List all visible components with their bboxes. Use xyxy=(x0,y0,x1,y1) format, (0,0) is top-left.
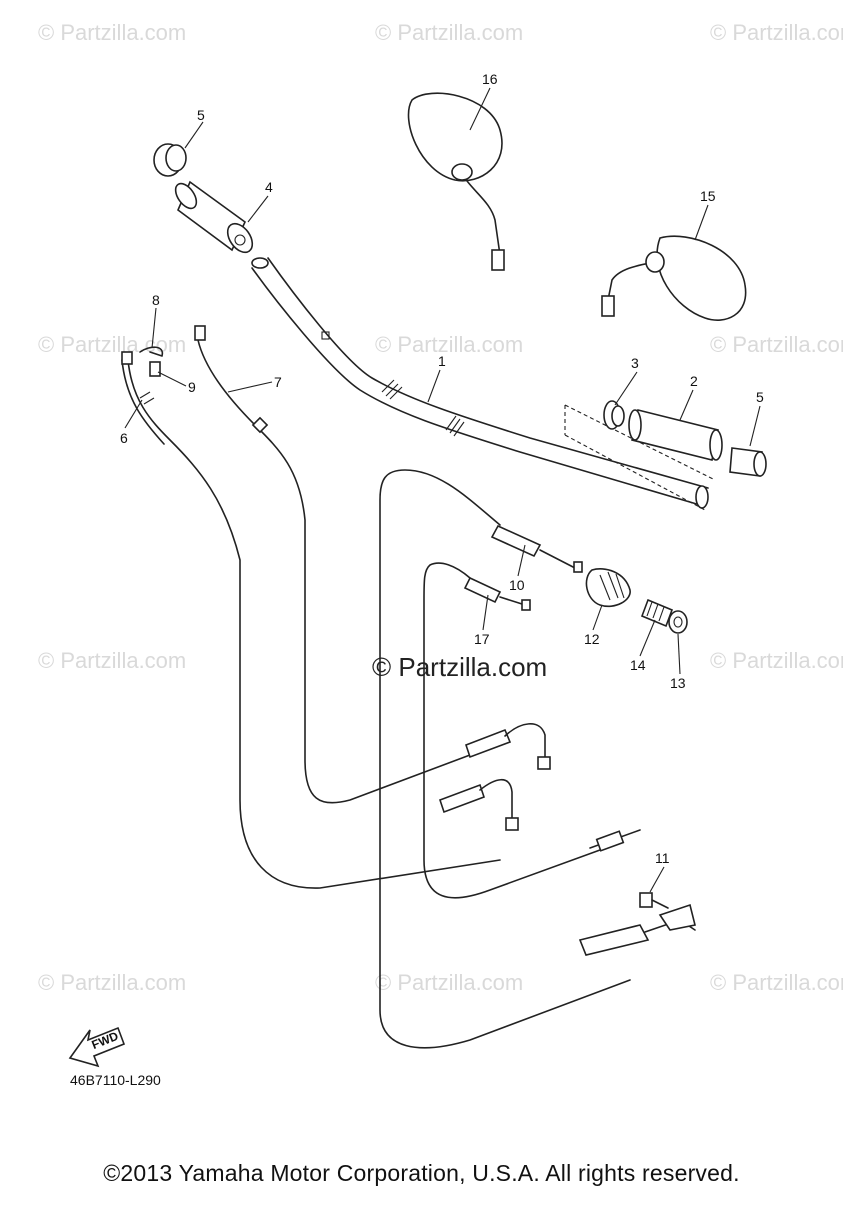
throttle-cable-ends xyxy=(438,723,551,831)
watermark: © Partzilla.com xyxy=(710,332,843,357)
leader-lines xyxy=(124,87,761,893)
callout-2: 2 xyxy=(690,373,698,389)
callout-3: 3 xyxy=(631,355,639,371)
cable-7-part xyxy=(194,325,471,804)
callout-labels: 5 4 16 15 8 9 7 6 1 3 2 5 10 17 12 14 13… xyxy=(120,71,764,866)
watermark: © Partzilla.com xyxy=(375,332,523,357)
watermark: © Partzilla.com xyxy=(38,332,186,357)
callout-17: 17 xyxy=(474,631,490,647)
watermark: © Partzilla.com xyxy=(375,20,523,45)
cable-17-part xyxy=(463,576,531,611)
callout-10: 10 xyxy=(509,577,525,593)
cable-10-part xyxy=(490,524,583,573)
cable-10-route xyxy=(379,469,631,1049)
callout-6: 6 xyxy=(120,430,128,446)
callout-5-left: 5 xyxy=(197,107,205,123)
adjuster-14-part xyxy=(640,598,674,628)
callout-13: 13 xyxy=(670,675,686,691)
callout-9: 9 xyxy=(188,379,196,395)
cable-lower-right xyxy=(578,829,696,956)
bolt-11-part xyxy=(639,892,669,909)
left-grip-part xyxy=(174,180,254,254)
callout-4: 4 xyxy=(265,179,273,195)
screw-9-part xyxy=(149,361,161,377)
callout-11: 11 xyxy=(655,850,670,866)
copyright-notice: ©2013 Yamaha Motor Corporation, U.S.A. A… xyxy=(103,1160,740,1186)
watermark: © Partzilla.com xyxy=(38,20,186,45)
watermark: © Partzilla.com xyxy=(710,20,843,45)
end-cap-right xyxy=(729,447,767,477)
end-cap-left xyxy=(153,143,187,177)
callout-5-right: 5 xyxy=(756,389,764,405)
watermark: © Partzilla.com xyxy=(38,648,186,673)
callout-12: 12 xyxy=(584,631,600,647)
callout-15: 15 xyxy=(700,188,716,204)
boot-12-part xyxy=(585,568,631,608)
watermark: © Partzilla.com xyxy=(38,970,186,995)
grip-collar xyxy=(603,400,625,430)
watermark: © Partzilla.com xyxy=(375,970,523,995)
mirror-right-part xyxy=(601,235,747,321)
watermark-layer: © Partzilla.com © Partzilla.com © Partzi… xyxy=(38,20,843,995)
throttle-grip-part xyxy=(564,404,723,511)
callout-16: 16 xyxy=(482,71,498,87)
diagram-code: 46B7110-L290 xyxy=(70,1072,161,1088)
watermark: © Partzilla.com xyxy=(710,970,843,995)
callout-14: 14 xyxy=(630,657,646,673)
center-watermark: © Partzilla.com xyxy=(372,652,547,682)
callout-1: 1 xyxy=(438,353,446,369)
callout-8: 8 xyxy=(152,292,160,308)
handlebar-part xyxy=(251,257,709,509)
nut-13-part xyxy=(668,610,688,634)
watermark: © Partzilla.com xyxy=(710,648,843,673)
callout-7: 7 xyxy=(274,374,282,390)
clip-8-part xyxy=(139,346,164,357)
fwd-arrow-icon: FWD xyxy=(68,1026,126,1068)
mirror-left-part xyxy=(407,92,505,271)
